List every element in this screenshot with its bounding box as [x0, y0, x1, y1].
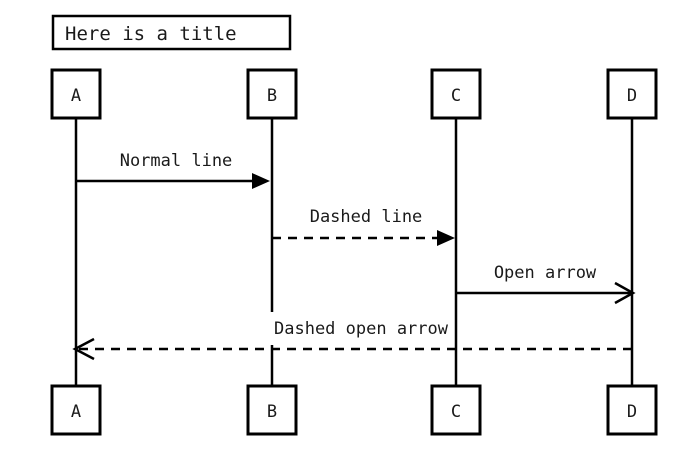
participants-bottom: A B C D — [50, 384, 658, 436]
participant-box-c-top[interactable] — [430, 68, 482, 120]
message-normal-line[interactable]: Normal line — [76, 151, 270, 189]
message-label-open-arrow: Open arrow — [494, 263, 597, 283]
participant-label-a-bottom: A — [71, 402, 81, 422]
arrowhead-filled-right-normal-line — [252, 173, 270, 189]
message-dashed-line[interactable]: Dashed line — [272, 207, 455, 246]
participant-box-c-bottom[interactable] — [430, 384, 482, 436]
participant-top-d[interactable]: D — [606, 68, 658, 120]
diagram-title: Here is a title — [51, 14, 292, 51]
lifelines-group — [74, 118, 634, 386]
participant-label-b-bottom: B — [267, 402, 277, 422]
participant-top-b[interactable]: B — [246, 68, 298, 120]
title-box — [51, 14, 292, 51]
message-label-dashed-open-arrow: Dashed open arrow — [274, 319, 449, 339]
participant-bottom-a[interactable]: A — [50, 384, 102, 436]
participant-top-c[interactable]: C — [430, 68, 482, 120]
participant-label-d-bottom: D — [627, 402, 637, 422]
participant-bottom-b[interactable]: B — [246, 384, 298, 436]
message-label-normal-line: Normal line — [120, 151, 233, 171]
participant-box-a-bottom[interactable] — [50, 384, 102, 436]
participant-label-d-top: D — [627, 86, 637, 106]
message-open-arrow[interactable]: Open arrow — [456, 263, 636, 305]
arrowhead-open-right-open-arrow — [614, 281, 636, 305]
participant-box-a-top[interactable] — [50, 68, 102, 120]
participant-box-b-bottom[interactable] — [246, 384, 298, 436]
message-dashed-open-arrow[interactable]: Dashed open arrow — [72, 319, 632, 361]
title-label: Here is a title — [65, 23, 237, 45]
participant-label-c-bottom: C — [451, 402, 461, 422]
participant-label-c-top: C — [451, 86, 461, 106]
participant-bottom-c[interactable]: C — [430, 384, 482, 436]
participant-box-b-top[interactable] — [246, 68, 298, 120]
arrowhead-open-left-dashed-open-arrow — [72, 337, 95, 361]
participant-label-b-top: B — [267, 86, 277, 106]
participant-box-d-bottom[interactable] — [606, 384, 658, 436]
participant-label-a-top: A — [71, 86, 81, 106]
participant-top-a[interactable]: A — [50, 68, 102, 120]
message-label-dashed-line: Dashed line — [310, 207, 423, 227]
participants-top: A B C D — [50, 68, 658, 120]
arrowhead-filled-right-dashed-line — [437, 230, 455, 246]
participant-box-d-top[interactable] — [606, 68, 658, 120]
participant-bottom-d[interactable]: D — [606, 384, 658, 436]
